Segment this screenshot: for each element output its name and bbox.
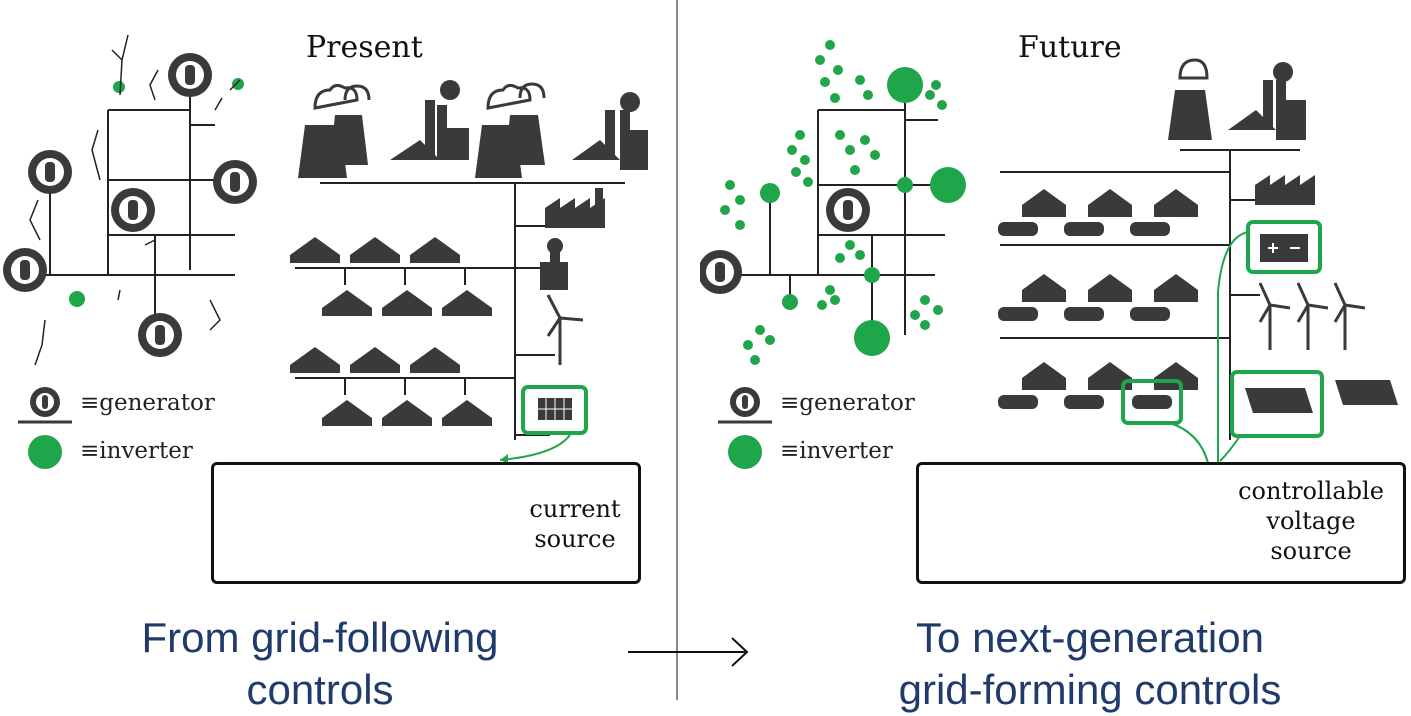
- present-generators: [3, 53, 257, 357]
- future-cars: [998, 222, 1170, 409]
- present-title: Present: [306, 30, 423, 65]
- future-grid-diagram: [700, 40, 1398, 566]
- panel-divider: [676, 0, 678, 700]
- future-houses: [1022, 189, 1198, 390]
- current-source-box: [211, 462, 641, 584]
- present-grid-diagram: [3, 34, 648, 566]
- present-power-plants: [298, 100, 648, 178]
- future-inverters: [760, 67, 966, 356]
- voltage-source-box: [916, 462, 1406, 584]
- legend-inverter-label: ≡inverter: [780, 438, 893, 464]
- legend-generator-label: ≡generator: [780, 390, 915, 416]
- legend-inverter-label: ≡inverter: [80, 438, 193, 464]
- present-houses: [290, 237, 492, 426]
- future-panel: Future ≡generator ≡inverter controllable…: [700, 0, 1406, 716]
- future-title: Future: [1018, 30, 1122, 65]
- legend-generator-label: ≡generator: [80, 390, 215, 416]
- future-tree-dots: [720, 40, 947, 365]
